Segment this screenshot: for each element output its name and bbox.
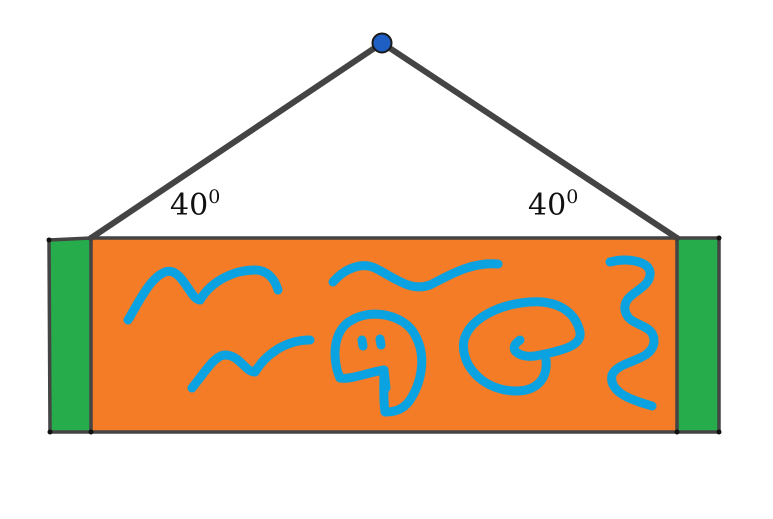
corner-point bbox=[716, 429, 722, 435]
sign-scribbles bbox=[123, 255, 659, 417]
sign-frame bbox=[47, 236, 721, 434]
right-angle-value: 40 bbox=[528, 188, 566, 223]
right-green-panel bbox=[677, 238, 719, 432]
left-angle-value: 40 bbox=[170, 188, 208, 223]
scribble-stroke bbox=[605, 255, 659, 411]
corner-point bbox=[46, 237, 52, 243]
corner-point bbox=[88, 429, 94, 435]
frame-top-edge bbox=[48, 236, 719, 242]
left-green-panel bbox=[49, 238, 91, 432]
scribble-stroke bbox=[357, 334, 391, 393]
scribble-stroke bbox=[328, 259, 503, 292]
scribble-stroke bbox=[187, 335, 315, 393]
left-rope bbox=[88, 40, 385, 241]
right-rope bbox=[379, 40, 680, 241]
hook-point bbox=[371, 32, 393, 54]
frame-left-edge bbox=[47, 239, 52, 433]
left-angle-label: 400 bbox=[170, 186, 220, 223]
right-angle-label: 400 bbox=[528, 186, 578, 223]
corner-point bbox=[674, 429, 680, 435]
right-angle-degree: 0 bbox=[566, 186, 578, 208]
left-angle-degree: 0 bbox=[208, 186, 220, 208]
corner-point bbox=[47, 429, 53, 435]
scribble-stroke bbox=[458, 297, 585, 396]
corner-point bbox=[716, 235, 722, 241]
scribble-stroke bbox=[123, 265, 283, 325]
